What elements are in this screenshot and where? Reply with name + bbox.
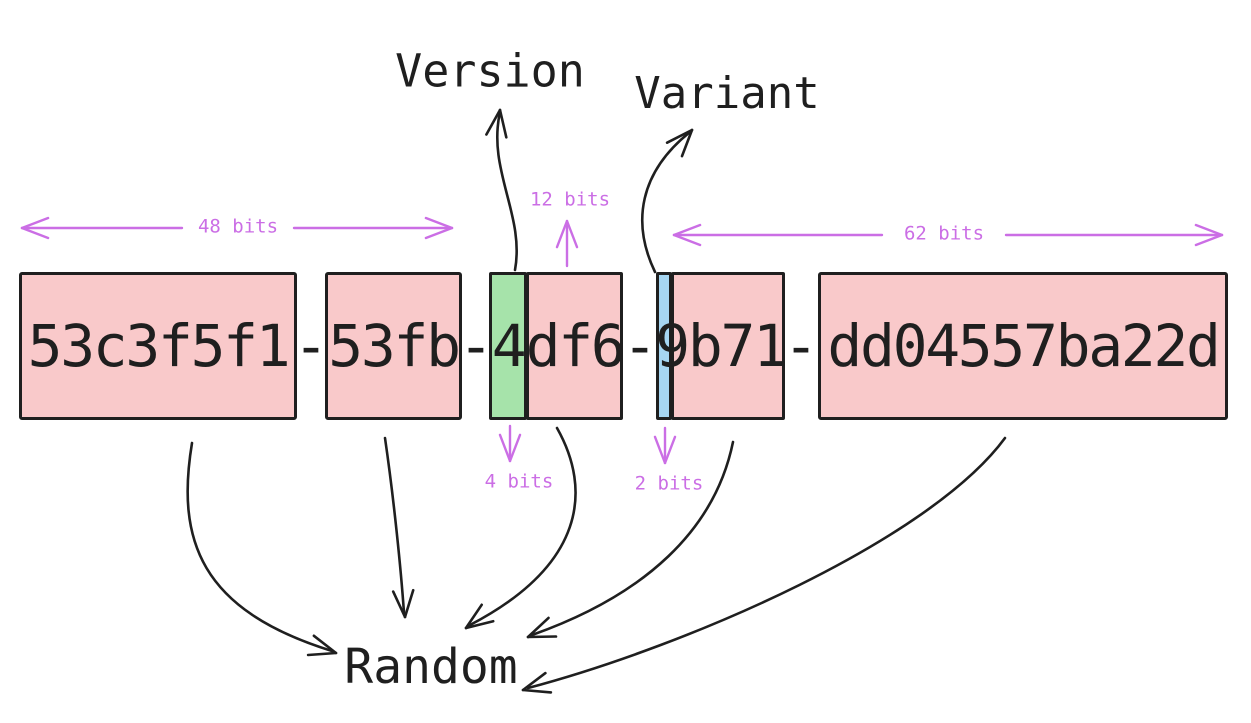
bits-62-label: 62 bits [903, 222, 985, 245]
version-arrow-line [495, 110, 518, 272]
uuid-separator: - [783, 312, 819, 380]
uuid-part3-version-text: 4 [491, 312, 527, 380]
uuid-part3-box: 4 df6 [489, 272, 626, 420]
bits-12-arrowhead [555, 219, 579, 249]
random-arrow-4-head [526, 616, 558, 639]
bits-48-arrowhead-left [20, 216, 50, 240]
uuid-part2-text: 53fb [328, 312, 461, 380]
uuid-part4-box: 9b71 [655, 272, 788, 420]
uuid-part1-text: 53c3f5f1 [27, 312, 291, 380]
bits-4-label: 4 bits [484, 470, 554, 493]
uuid-part5-text: dd04557ba22d [827, 312, 1221, 380]
variant-arrowhead [665, 128, 694, 158]
bits-62-arrowhead-left [672, 223, 702, 247]
random-arrow-2-line [383, 436, 406, 615]
random-arrow-1-head [306, 634, 338, 657]
bits-4-arrowhead [498, 433, 522, 463]
uuid-separator: - [293, 312, 329, 380]
random-arrow-3-head [464, 603, 495, 630]
variant-arrow-line [640, 130, 692, 274]
bits-48-label: 48 bits [197, 215, 279, 238]
random-arrow-2-head [391, 588, 415, 619]
random-arrow-3-line [468, 426, 577, 627]
bits-48-arrowhead-right [424, 216, 454, 240]
random-arrow-5-line [526, 436, 1007, 690]
bits-62-arrowhead-right [1194, 223, 1224, 247]
uuid-separator: - [622, 312, 658, 380]
uuid-part5-box: dd04557ba22d [818, 272, 1228, 420]
uuid-part1-box: 53c3f5f1 [19, 272, 297, 420]
random-label: Random [344, 639, 518, 695]
random-arrow-5-head [521, 671, 553, 694]
bits-2-label: 2 bits [634, 472, 704, 495]
uuid-part3-random-cell: df6 [525, 272, 626, 420]
variant-label: Variant [634, 68, 820, 119]
random-arrow-4-line [530, 440, 735, 637]
version-arrowhead [485, 108, 508, 139]
uuid-part4-random-cell [671, 272, 785, 420]
bits-2-arrowhead [653, 435, 677, 465]
bits-12-label: 12 bits [529, 188, 611, 211]
variant-bits-cell [656, 272, 672, 420]
random-arrow-1-line [186, 441, 334, 653]
version-nibble-cell: 4 [489, 272, 527, 420]
version-label: Version [395, 44, 585, 98]
uuid-separator: - [458, 312, 494, 380]
uuid-part3-random-text: df6 [525, 312, 626, 380]
uuid-part2-box: 53fb [325, 272, 462, 420]
